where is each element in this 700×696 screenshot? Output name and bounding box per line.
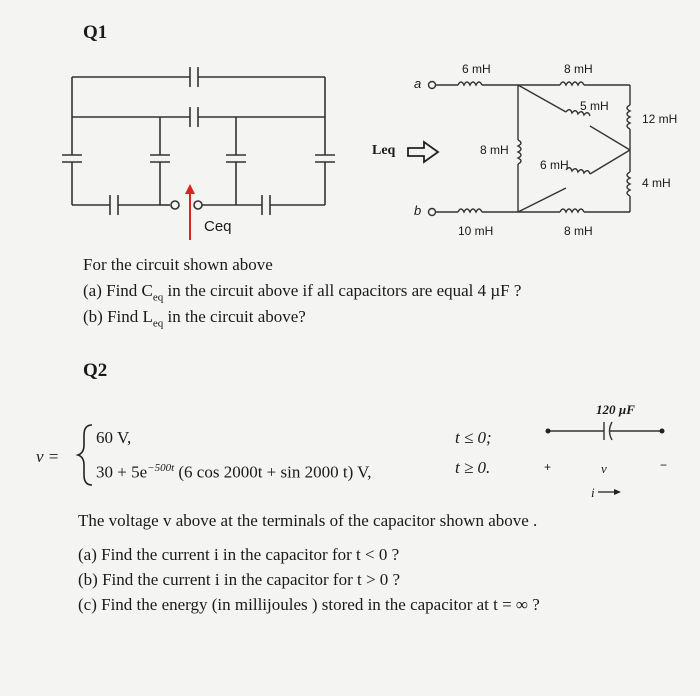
plus-sign: + bbox=[544, 460, 552, 474]
q1-intro: For the circuit shown above bbox=[83, 255, 273, 274]
case2-cond: t ≥ 0. bbox=[455, 458, 491, 477]
inductor-label-top-right: 8 mH bbox=[564, 62, 593, 76]
q2-part-a: (a) Find the current i in the capacitor … bbox=[78, 545, 400, 564]
inductor-label-bottom-right: 8 mH bbox=[564, 224, 593, 238]
q2-part-c: (c) Find the energy (in millijoules ) st… bbox=[78, 595, 540, 614]
v-symbol: v bbox=[601, 461, 607, 476]
v-lhs: v = bbox=[36, 447, 60, 466]
q1-heading: Q1 bbox=[83, 22, 108, 43]
q2-part-b: (b) Find the current i in the capacitor … bbox=[78, 570, 401, 589]
ceq-label: Ceq bbox=[204, 218, 232, 235]
case2-expr: 30 + 5e−500t (6 cos 2000t + sin 2000 t) … bbox=[96, 462, 372, 482]
node-a-label: a bbox=[414, 76, 422, 91]
inductor-label-top-left: 6 mH bbox=[462, 62, 491, 76]
inductor-label-middle: 8 mH bbox=[480, 143, 509, 157]
q2-statement: The voltage v above at the terminals of … bbox=[78, 511, 538, 530]
inductor-label-right-lower: 4 mH bbox=[642, 176, 671, 190]
case1-cond: t ≤ 0; bbox=[455, 428, 492, 447]
minus-sign: − bbox=[660, 458, 668, 472]
leq-label: Leq bbox=[372, 143, 396, 158]
q1-part-a: (a) Find Ceq in the circuit above if all… bbox=[83, 281, 522, 304]
q2-heading: Q2 bbox=[83, 360, 108, 381]
i-symbol: i bbox=[591, 485, 595, 500]
inductor-label-diag-upper: 5 mH bbox=[580, 99, 609, 113]
case1-expr: 60 V, bbox=[96, 428, 132, 447]
q1-part-b: (b) Find Leq in the circuit above? bbox=[83, 307, 306, 330]
inductor-label-right-upper: 12 mH bbox=[642, 112, 678, 126]
inductor-label-bottom-left: 10 mH bbox=[458, 224, 494, 238]
cap-value-label: 120 µF bbox=[596, 402, 635, 417]
node-b-label: b bbox=[414, 203, 422, 218]
inductor-label-diag-lower: 6 mH bbox=[540, 158, 569, 172]
